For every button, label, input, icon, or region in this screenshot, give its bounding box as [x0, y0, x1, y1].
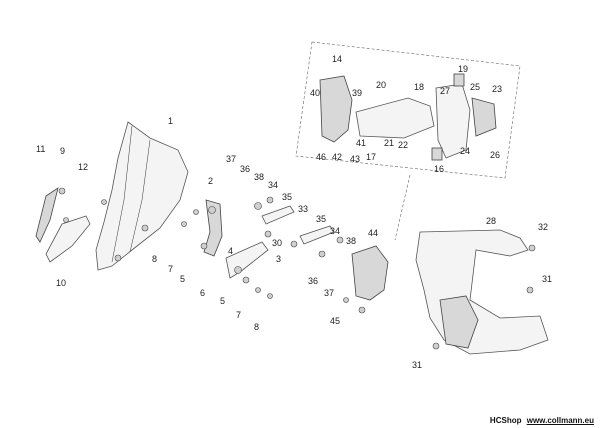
callout-36a: 36 — [240, 164, 250, 174]
callout-7a: 7 — [168, 264, 173, 274]
bolt — [528, 244, 536, 252]
callout-35b: 35 — [316, 214, 326, 224]
washer — [193, 209, 199, 215]
side-trim-upper — [35, 187, 59, 243]
callout-28: 28 — [486, 216, 496, 226]
adjuster-rod-upper — [261, 205, 295, 225]
adjuster-rod-lower — [299, 225, 335, 245]
callout-46: 46 — [316, 152, 326, 162]
callout-21: 21 — [384, 138, 394, 148]
detail-inset-frame — [295, 41, 521, 179]
callout-labels: 1 2 3 4 5 5 6 7 7 8 8 9 10 11 12 14 16 1… — [36, 54, 552, 370]
callout-37b: 37 — [324, 288, 334, 298]
callout-34a: 34 — [268, 180, 278, 190]
callout-38b: 38 — [346, 236, 356, 246]
callout-10: 10 — [56, 278, 66, 288]
callout-18: 18 — [414, 82, 424, 92]
callout-32: 32 — [538, 222, 548, 232]
bolt — [358, 306, 366, 314]
callout-16: 16 — [434, 164, 444, 174]
bolt — [208, 206, 216, 214]
callout-3: 3 — [276, 254, 281, 264]
bolt — [318, 250, 326, 258]
callout-4: 4 — [228, 246, 233, 256]
spacer — [290, 240, 298, 248]
washer — [181, 221, 187, 227]
actuator-motor — [351, 245, 389, 301]
callout-35a: 35 — [282, 192, 292, 202]
callout-24: 24 — [460, 146, 470, 156]
nut — [58, 187, 66, 195]
inset-clip — [471, 97, 497, 137]
footer-website-link[interactable]: www.collmann.eu — [526, 416, 594, 425]
inset-actuator — [319, 75, 353, 143]
callout-44: 44 — [368, 228, 378, 238]
inset-block — [431, 147, 443, 161]
windscreen-bolt — [141, 224, 149, 232]
callout-2: 2 — [208, 176, 213, 186]
spacer — [254, 202, 262, 210]
callout-8a: 8 — [152, 254, 157, 264]
callout-33: 33 — [298, 204, 308, 214]
callout-40: 40 — [310, 88, 320, 98]
callout-9: 9 — [60, 146, 65, 156]
side-trim-lower — [45, 215, 91, 263]
callout-1: 1 — [168, 116, 173, 126]
frame-bracket — [439, 295, 479, 349]
callout-36b: 36 — [308, 276, 318, 286]
callout-19: 19 — [458, 64, 468, 74]
callout-37a: 37 — [226, 154, 236, 164]
windscreen-bolt — [101, 199, 107, 205]
callout-31a: 31 — [542, 274, 552, 284]
callout-5b: 5 — [220, 296, 225, 306]
spacer — [266, 196, 274, 204]
callout-38a: 38 — [254, 172, 264, 182]
bolt — [200, 242, 208, 250]
bolt — [264, 230, 272, 238]
callout-14: 14 — [332, 54, 342, 64]
washer — [267, 293, 273, 299]
callout-43: 43 — [350, 154, 360, 164]
callout-31b: 31 — [412, 360, 422, 370]
washer — [63, 217, 69, 223]
callout-6: 6 — [200, 288, 205, 298]
inset-block — [453, 73, 465, 87]
bolt — [234, 266, 242, 274]
inset-bracket — [355, 97, 435, 139]
callout-5a: 5 — [180, 274, 185, 284]
callout-20: 20 — [376, 80, 386, 90]
windscreen — [95, 121, 189, 271]
callout-41: 41 — [356, 138, 366, 148]
spacer — [336, 236, 344, 244]
footer-shop: HCShop — [489, 416, 522, 425]
windscreen-bolt — [114, 254, 122, 262]
callout-39: 39 — [352, 88, 362, 98]
callout-34b: 34 — [330, 226, 340, 236]
callout-11: 11 — [36, 144, 45, 154]
callout-8b: 8 — [254, 322, 259, 332]
callout-26: 26 — [490, 150, 500, 160]
callout-23: 23 — [492, 84, 502, 94]
callout-7b: 7 — [236, 310, 241, 320]
callout-25: 25 — [470, 82, 480, 92]
nut — [242, 276, 250, 284]
inset-leader — [394, 174, 411, 241]
callout-12: 12 — [78, 162, 88, 172]
callout-45: 45 — [330, 316, 340, 326]
callout-17: 17 — [366, 152, 376, 162]
bolt — [432, 342, 440, 350]
bolt — [526, 286, 534, 294]
callout-42: 42 — [332, 152, 342, 162]
footer-credit: HCShop www.collmann.eu — [490, 416, 594, 425]
washer — [255, 287, 261, 293]
callout-27: 27 — [440, 86, 450, 96]
washer — [343, 297, 349, 303]
callout-22: 22 — [398, 140, 408, 150]
callout-30: 30 — [272, 238, 282, 248]
bracket-left — [203, 199, 223, 257]
